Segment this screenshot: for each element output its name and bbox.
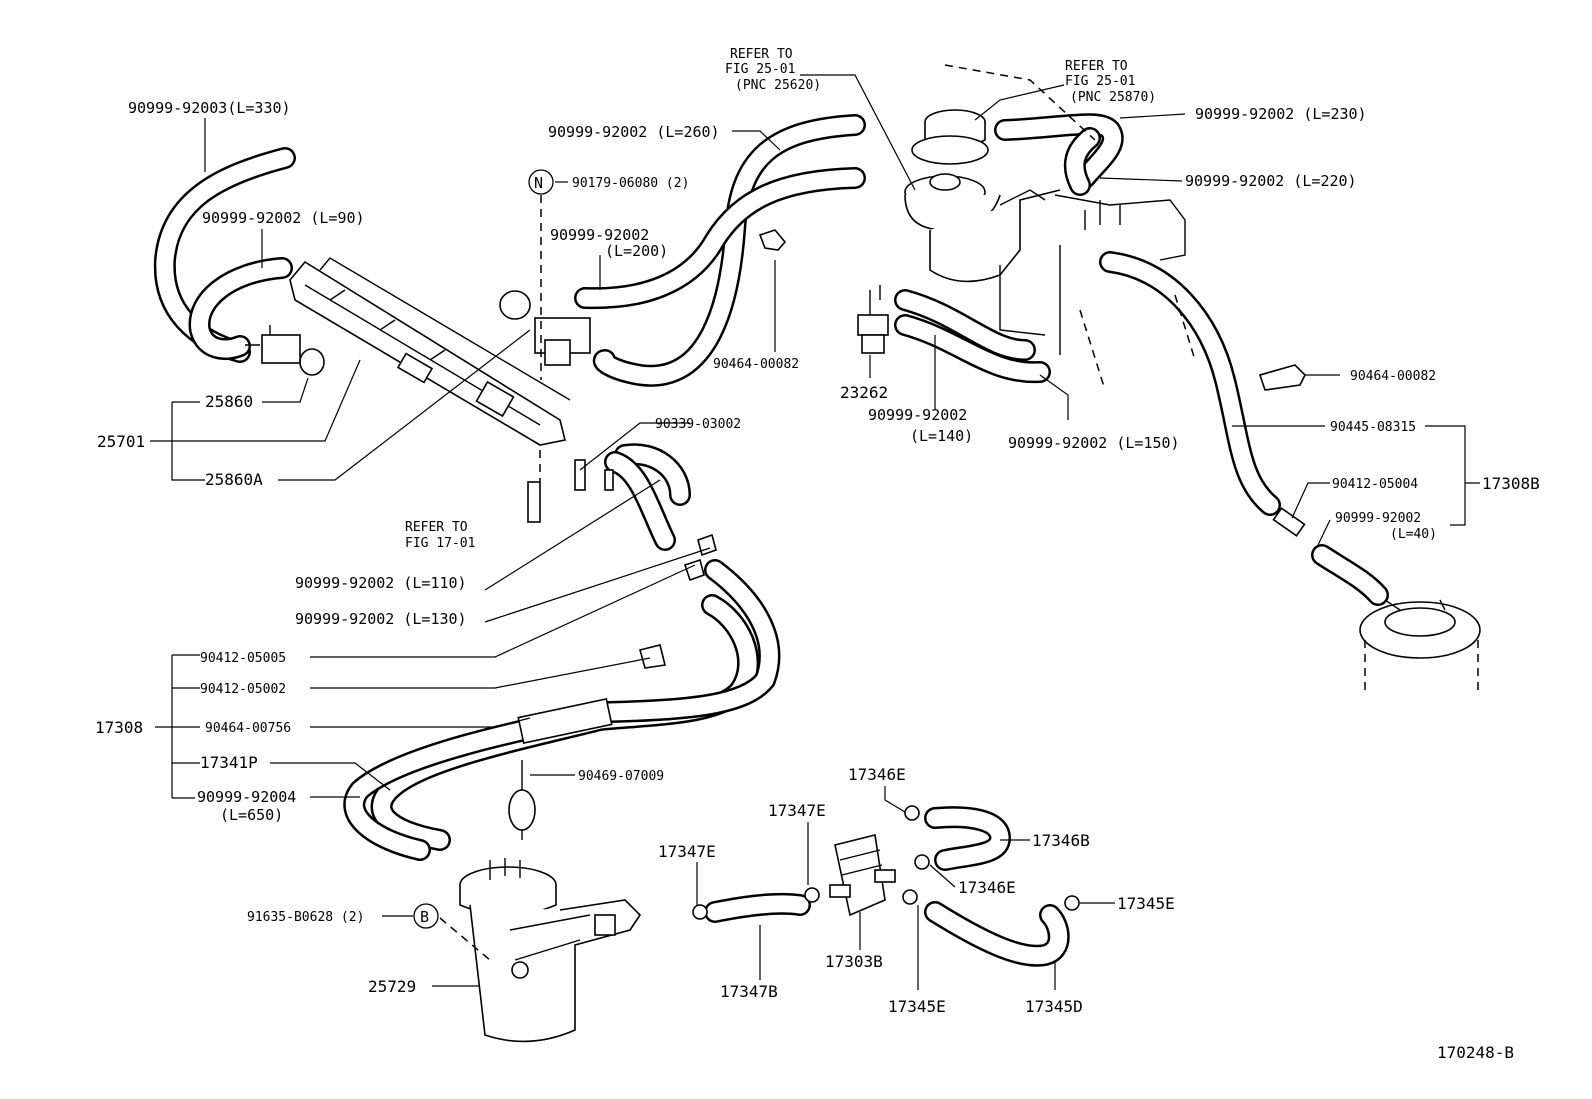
label-17346b: 17346B xyxy=(1032,831,1090,850)
hose-17345d-inner xyxy=(926,903,1068,965)
b-dashed xyxy=(439,917,491,961)
label-90999-92002-l200-a: 90999-92002 xyxy=(550,226,649,244)
label-17345d: 17345D xyxy=(1025,997,1083,1016)
label-refer-fig25-b3: (PNC 25870) xyxy=(1070,90,1156,105)
label-17347b: 17347B xyxy=(720,982,778,1001)
label-refer-fig25-b1: REFER TO xyxy=(1065,59,1128,74)
hose-90999-92002-l230-inner xyxy=(996,115,1122,187)
hose-90999-92002-l140-inner xyxy=(896,291,1034,359)
label-90999-92003-l330: 90999-92003(L=330) xyxy=(128,99,291,117)
protector-90464-00756 xyxy=(517,697,613,745)
label-90464-00756: 90464-00756 xyxy=(205,721,291,736)
label-90412-05002: 90412-05002 xyxy=(200,682,286,697)
label-90999-92002-l110: 90999-92002 (L=110) xyxy=(295,574,467,592)
label-90464-00082-right: 90464-00082 xyxy=(1350,369,1436,384)
part-labels: 90999-92003(L=330) 90999-92002 (L=90) 25… xyxy=(95,47,1540,1062)
hose-90999-92002-l220-inner xyxy=(1066,129,1099,194)
hose-90445-08315-inner xyxy=(1101,253,1279,514)
label-refer-fig25-a3: (PNC 25620) xyxy=(735,78,821,93)
label-90464-00082-mid: 90464-00082 xyxy=(713,357,799,372)
label-n-circle: N xyxy=(534,174,543,192)
hose-17347b-inner xyxy=(706,895,809,921)
label-17303b: 17303B xyxy=(825,952,883,971)
engine-dashed-1 xyxy=(944,64,1096,141)
hose-90999-92002-l260-inner xyxy=(595,116,864,385)
label-90999-92002-l130: 90999-92002 (L=130) xyxy=(295,610,467,628)
label-90999-92002-l40-a: 90999-92002 xyxy=(1335,511,1421,526)
label-90999-92002-l90: 90999-92002 (L=90) xyxy=(202,209,365,227)
label-25860: 25860 xyxy=(205,392,253,411)
label-90999-92002-l150: 90999-92002 (L=150) xyxy=(1008,434,1180,452)
vsv-23262 xyxy=(857,285,889,354)
label-90999-92002-l230: 90999-92002 (L=230) xyxy=(1195,105,1367,123)
label-90999-92002-l260: 90999-92002 (L=260) xyxy=(548,123,720,141)
label-90445-08315: 90445-08315 xyxy=(1330,420,1416,435)
label-90999-92002-l140-a: 90999-92002 xyxy=(868,406,967,424)
label-refer-fig25-b2: FIG 25-01 xyxy=(1065,74,1135,89)
union-90412-05004 xyxy=(1272,507,1306,537)
label-17346e-right: 17346E xyxy=(958,878,1016,897)
hose-90999-92003-l330-inner xyxy=(156,149,294,361)
label-17308: 17308 xyxy=(95,718,143,737)
fitting-90339-03002 xyxy=(574,459,614,491)
vsv-25860a xyxy=(499,290,591,366)
label-17341p: 17341P xyxy=(200,753,258,772)
label-17345e-bottom: 17345E xyxy=(888,997,946,1016)
label-refer-fig17-1: REFER TO xyxy=(405,520,468,535)
label-refer-fig25-a1: REFER TO xyxy=(730,47,793,62)
label-refer-fig17-2: FIG 17-01 xyxy=(405,536,475,551)
leader-lines xyxy=(150,74,1480,990)
label-17347e-left: 17347E xyxy=(658,842,716,861)
clip-90464-00082-right xyxy=(1258,364,1306,391)
canister-25729 xyxy=(459,858,642,1043)
egr-valve-assembly xyxy=(904,109,1186,355)
label-90412-05004: 90412-05004 xyxy=(1332,477,1418,492)
label-figure-code: 170248-B xyxy=(1437,1043,1514,1062)
label-b-circle: B xyxy=(420,908,429,926)
hose-90999-92002-l150-inner xyxy=(896,316,1049,381)
fitting-refer-fig17 xyxy=(527,450,541,523)
clips-main-hose xyxy=(639,533,717,669)
label-23262: 23262 xyxy=(840,383,888,402)
label-17308b: 17308B xyxy=(1482,474,1540,493)
b-circle-marker xyxy=(413,903,439,929)
engine-dashed-2 xyxy=(1079,309,1106,391)
valve-17303b xyxy=(829,834,896,917)
n-circle-marker xyxy=(528,169,554,195)
vsv-bracket-25701 xyxy=(289,257,571,446)
label-90339-03002: 90339-03002 xyxy=(655,417,741,432)
label-90412-05005: 90412-05005 xyxy=(200,651,286,666)
label-17345e-right: 17345E xyxy=(1117,894,1175,913)
vsv-25860 xyxy=(245,325,325,376)
label-91635-b0628: 91635-B0628 (2) xyxy=(247,910,364,925)
clip-90464-00082-mid xyxy=(758,229,787,251)
label-90999-92002-l200-b: (L=200) xyxy=(605,242,668,260)
charcoal-canister-right xyxy=(1359,599,1481,695)
label-90999-92002-l40-b: (L=40) xyxy=(1390,527,1437,542)
label-90179-06080: 90179-06080 (2) xyxy=(572,176,689,191)
hose-90999-92002-l90-inner xyxy=(191,259,291,358)
clips-bottom xyxy=(692,805,1080,920)
hose-90999-92002-l130-inner xyxy=(606,453,674,549)
engine-dashed-3 xyxy=(1174,294,1196,361)
hose-90999-92002-l40-inner xyxy=(1313,546,1387,604)
label-17347e-mid: 17347E xyxy=(768,801,826,820)
hose-17346b-inner xyxy=(926,808,1009,869)
label-refer-fig25-a2: FIG 25-01 xyxy=(725,62,795,77)
label-25860a: 25860A xyxy=(205,470,263,489)
label-25701: 25701 xyxy=(97,432,145,451)
label-90999-92002-l140-b: (L=140) xyxy=(910,427,973,445)
hose-90999-92002-l110-inner xyxy=(616,445,689,504)
label-90469-07009: 90469-07009 xyxy=(578,769,664,784)
label-90999-92004-a: 90999-92004 xyxy=(197,788,296,806)
hose-90999-92002-l200-inner xyxy=(576,169,864,307)
label-25729: 25729 xyxy=(368,977,416,996)
label-17346e-top: 17346E xyxy=(848,765,906,784)
label-90999-92002-l220: 90999-92002 (L=220) xyxy=(1185,172,1357,190)
label-90999-92004-b: (L=650) xyxy=(220,806,283,824)
clamp-90469-07009 xyxy=(508,760,536,840)
